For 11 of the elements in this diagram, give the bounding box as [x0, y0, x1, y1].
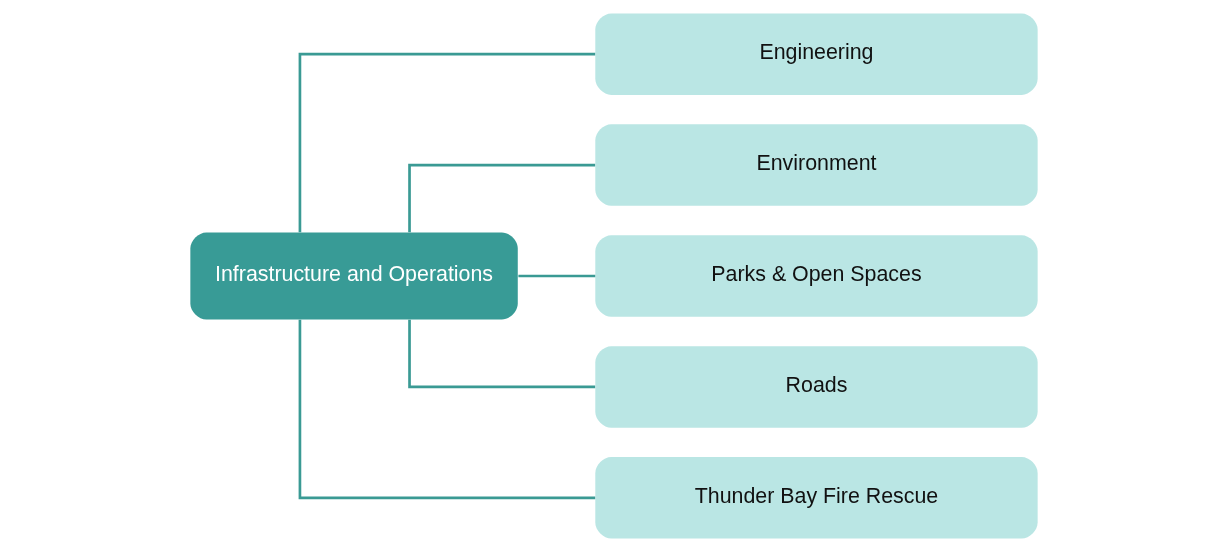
- node-box: Infrastructure and Operations: [189, 232, 518, 320]
- connector: [517, 274, 595, 278]
- node-box: Engineering: [594, 13, 1038, 95]
- connector: [407, 163, 595, 233]
- node-box: Thunder Bay Fire Rescue: [594, 457, 1038, 539]
- connector: [298, 52, 595, 233]
- connector: [407, 319, 595, 389]
- node-box: Parks & Open Spaces: [594, 235, 1038, 317]
- node-box: Roads: [594, 346, 1038, 428]
- node-box: Environment: [594, 124, 1038, 206]
- connector: [298, 319, 595, 500]
